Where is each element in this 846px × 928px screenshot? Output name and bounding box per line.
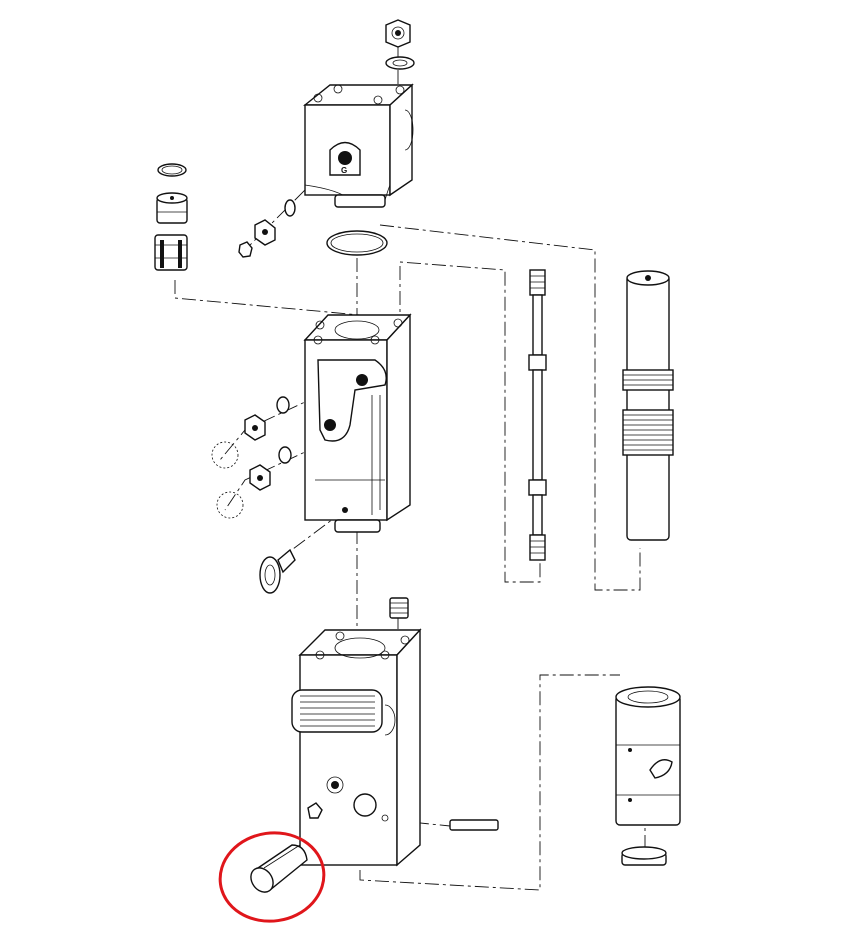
plunger-cylinder [622, 270, 674, 541]
hex-nut [385, 19, 411, 48]
o-ring-large [326, 230, 388, 256]
valve-cap [621, 846, 667, 866]
pump-rod [528, 269, 547, 561]
highlighted-pin [250, 844, 308, 893]
lower-block [291, 628, 422, 867]
o-ring-small [157, 163, 187, 177]
washer [385, 56, 415, 70]
dowel-pin [449, 819, 499, 831]
valve-seat [156, 192, 188, 224]
middle-block [303, 313, 412, 533]
fittings-middle [211, 396, 292, 519]
port-label-g: G [341, 166, 347, 175]
set-screw [389, 597, 409, 619]
valve-housing [615, 686, 681, 826]
fitting-top [238, 199, 296, 258]
top-block: G [303, 83, 414, 208]
highlight-circle [218, 831, 326, 923]
eye-bolt [259, 548, 296, 594]
valve-cartridge [154, 234, 188, 271]
